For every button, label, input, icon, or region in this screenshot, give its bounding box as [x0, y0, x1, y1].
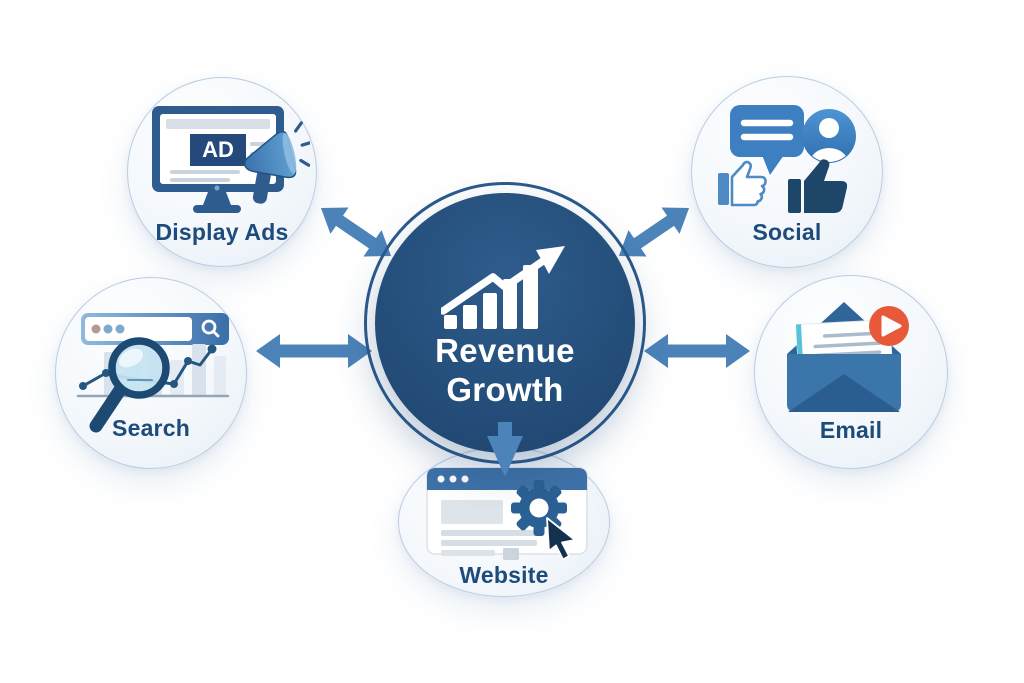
megaphone-icon: [243, 121, 310, 204]
website-icon: [426, 467, 588, 561]
node-label-social: Social: [752, 219, 822, 245]
node-email: Email: [754, 275, 948, 469]
avatar-icon: [802, 109, 856, 163]
speech-bubble-icon: [730, 105, 804, 175]
email-icon: [787, 302, 909, 412]
search-bar-icon: [81, 313, 229, 345]
arrow-head: [536, 246, 565, 274]
envelope-front-fold: [788, 374, 900, 412]
growth-bar-chart-icon: [441, 246, 565, 329]
node-label-website: Website: [459, 562, 549, 588]
center-title-line-2: Growth: [446, 371, 564, 408]
browser-window-icon: [426, 467, 588, 560]
gear-icon: [511, 480, 567, 536]
social-icon: [718, 105, 856, 213]
play-badge-icon: [869, 306, 909, 346]
arrow-social-center: [618, 207, 690, 257]
node-label-search: Search: [112, 415, 190, 441]
magnifying-glass-icon: [89, 337, 170, 433]
node-label-display-ads: Display Ads: [155, 219, 289, 245]
thumbs-up-outline-icon: [718, 160, 767, 207]
node-website: Website: [398, 447, 610, 597]
arrow-displayads-center: [320, 207, 392, 257]
display-ads-icon: AD: [152, 106, 310, 213]
center-title-line-1: Revenue: [435, 332, 575, 369]
node-label-email: Email: [819, 417, 883, 443]
center-title: Revenue Growth: [375, 331, 635, 409]
node-display-ads: AD: [127, 77, 317, 267]
search-icon: [76, 313, 230, 433]
cursor-icon: [546, 517, 576, 561]
magnifier-glyph-icon: [201, 319, 220, 338]
center-node-revenue-growth: Revenue Growth: [375, 193, 635, 453]
thumbs-up-solid-icon: [788, 159, 848, 213]
node-search: Search: [55, 277, 247, 469]
node-social: Social: [691, 76, 883, 268]
arrow-email-center: [644, 334, 750, 368]
ad-badge: [190, 134, 246, 166]
arrow-search-center: [256, 334, 372, 368]
ad-badge-text: AD: [202, 137, 234, 162]
